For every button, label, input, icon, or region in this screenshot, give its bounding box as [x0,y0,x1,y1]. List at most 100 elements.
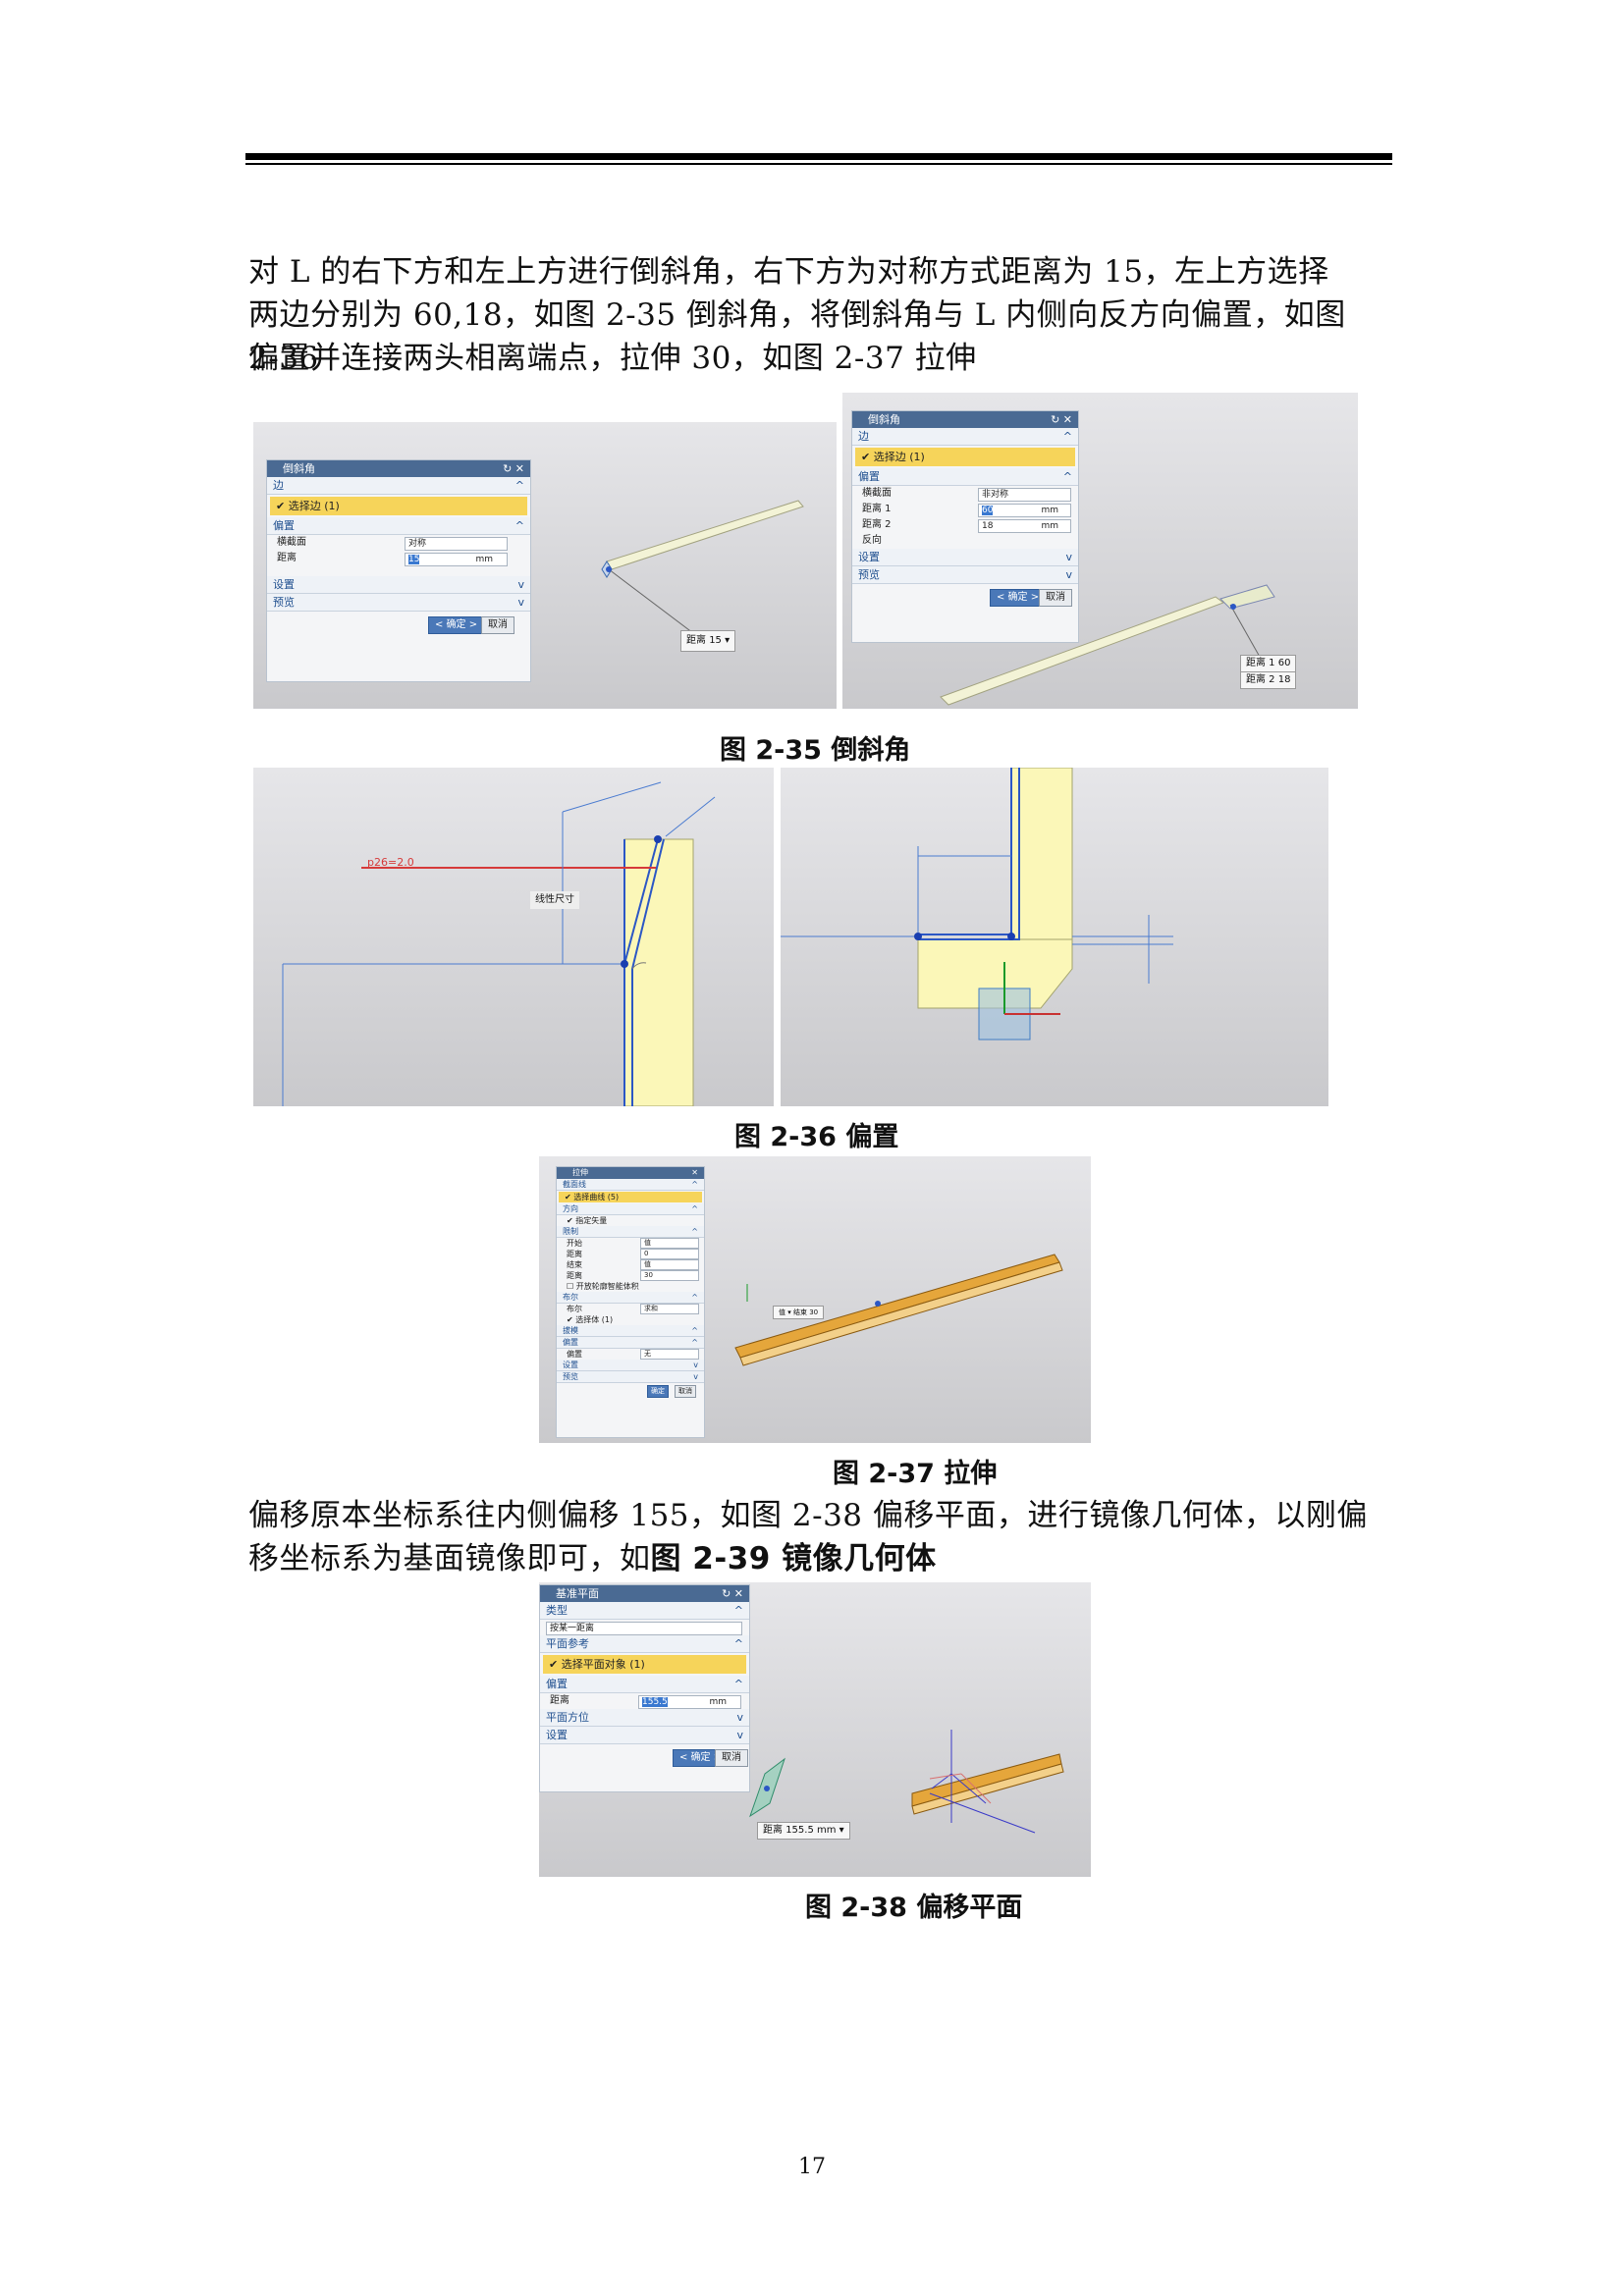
figure-2-36-right [781,768,1328,1106]
section-plane-reference[interactable]: 平面参考 [540,1635,749,1653]
cross-section-row: 横截面 非对称 [852,486,1078,502]
start-select[interactable]: 值 [640,1238,699,1249]
ok-button[interactable]: < 确定 > [428,616,485,634]
end-distance-tip: 值 ▾ 结束 30 [773,1306,825,1319]
reverse-row[interactable]: 反向 [862,535,882,546]
select-body[interactable]: ✔ 选择体 (1) [567,1315,614,1324]
paragraph-line: 两边分别为 60,18，如图 2-35 倒斜角，将倒斜角与 L 内侧向反方向偏置… [248,297,1346,376]
start-row: 开始值 [557,1238,704,1249]
datum-plane-dialog: 基准平面↻ ✕ 类型 按某一距离 平面参考 ✔ 选择平面对象 (1) 偏置 距离… [539,1584,750,1792]
caption-fig-2-36: 图 2-36 偏置 [734,1122,899,1152]
dialog-title: 基准平面↻ ✕ [540,1585,749,1602]
select-edge[interactable]: ✔ 选择边 (1) [270,497,527,515]
extrude-dialog: 拉伸✕ 截面线 ✔ 选择曲线 (5) 方向 ✔ 指定矢量 限制 开始值 距离0 … [556,1166,705,1438]
boolean-row: 布尔求和 [557,1304,704,1314]
cross-section-select[interactable]: 对称 [405,537,508,551]
paragraph-text: 移坐标系为基面镜像即可，如 [248,1541,651,1576]
figure-2-38: 基准平面↻ ✕ 类型 按某一距离 平面参考 ✔ 选择平面对象 (1) 偏置 距离… [539,1582,1091,1877]
section-edge[interactable]: 边 [852,428,1078,446]
dialog-title: 倒斜角↻ ✕ [267,460,530,477]
section-settings[interactable]: 设置 [267,576,530,594]
section-settings[interactable]: 设置 [557,1360,704,1371]
type-row: 按某一距离 [540,1620,749,1635]
offset-select[interactable]: 无 [640,1349,699,1360]
figure-reference: 图 2-39 镜像几何体 [650,1541,937,1576]
select-curve[interactable]: ✔ 选择曲线 (5) [559,1192,702,1202]
linear-dimension-tip: 线性尺寸 [530,891,579,909]
select-edge[interactable]: ✔ 选择边 (1) [855,448,1075,466]
end-row: 结束值 [557,1259,704,1270]
caption-fig-2-35: 图 2-35 倒斜角 [720,735,911,766]
cancel-button[interactable]: 取消 [1039,589,1072,607]
section-preview[interactable]: 预览 [852,566,1078,584]
end-select[interactable]: 值 [640,1259,699,1270]
header-rule-thick [245,153,1392,160]
dialog-title: 拉伸✕ [557,1167,704,1179]
section-boolean[interactable]: 布尔 [557,1292,704,1304]
section-plane-orientation[interactable]: 平面方位 [540,1709,749,1727]
section-settings[interactable]: 设置 [540,1727,749,1744]
start-distance-input[interactable]: 0 [640,1249,699,1259]
offset-sketch-right [781,768,1173,1041]
section-draft[interactable]: 拔模 [557,1325,704,1337]
section-edge[interactable]: 边 [267,477,530,495]
caption-fig-2-37: 图 2-37 拉伸 [833,1459,998,1489]
type-select[interactable]: 按某一距离 [546,1622,742,1635]
section-direction[interactable]: 方向 [557,1203,704,1215]
paragraph-line: 对 L 的右下方和左上方进行倒斜角，右下方为对称方式距离为 15，左上方选择 [248,254,1329,290]
datum-plane-viewport [749,1730,1064,1834]
distance1-tip: 距离 1 60 [1240,655,1297,672]
cross-section-select[interactable]: 非对称 [978,488,1071,502]
section-offset[interactable]: 偏置 [557,1337,704,1349]
cancel-button[interactable]: 取消 [715,1749,748,1767]
ok-button[interactable]: < 确定 > [990,589,1047,607]
dialog-title: 倒斜角↻ ✕ [852,411,1078,428]
cancel-button[interactable]: 取消 [675,1385,696,1398]
end-distance-input[interactable]: 30 [640,1270,699,1281]
figure-2-37: 拉伸✕ 截面线 ✔ 选择曲线 (5) 方向 ✔ 指定矢量 限制 开始值 距离0 … [539,1156,1091,1443]
section-settings[interactable]: 设置 [852,549,1078,566]
cross-section-row: 横截面 对称 [267,535,530,551]
cancel-button[interactable]: 取消 [481,616,514,634]
paragraph-line: 偏置并连接两头相离端点，拉伸 30，如图 2-37 拉伸 [248,341,977,376]
open-profile-checkbox[interactable]: ☐ 开放轮廓智能体积 [567,1282,639,1291]
chamfer-dialog: 倒斜角↻ ✕ 边 ✔ 选择边 (1) 偏置 横截面 非对称 距离 1 60mm … [851,410,1079,643]
caption-fig-2-38: 图 2-38 偏移平面 [805,1893,1023,1923]
boolean-select[interactable]: 求和 [640,1304,699,1314]
select-plane-object[interactable]: ✔ 选择平面对象 (1) [543,1655,746,1674]
paragraph-line: 偏移原本坐标系往内侧偏移 155，如图 2-38 偏移平面，进行镜像几何体，以刚… [248,1498,1368,1533]
section-preview[interactable]: 预览 [267,594,530,612]
section-offset[interactable]: 偏置 [852,468,1078,486]
extrude-viewport [734,1254,1063,1366]
chamfer-viewport [601,500,804,634]
offset-row: 偏置无 [557,1349,704,1360]
section-offset[interactable]: 偏置 [267,517,530,535]
distance-tip: 距离 15 ▾ [680,630,736,652]
section-type[interactable]: 类型 [540,1602,749,1620]
header-rule-thin [245,163,1392,165]
offset-sketch-left [282,781,716,1106]
section-preview[interactable]: 预览 [557,1371,704,1383]
section-offset[interactable]: 偏置 [540,1676,749,1693]
ok-button[interactable]: 确定 [647,1385,669,1398]
section-limits[interactable]: 限制 [557,1226,704,1238]
red-dimension-label: p26=2.0 [367,856,414,869]
distance2-tip: 距离 2 18 [1240,671,1297,689]
page-number: 17 [798,2155,826,2179]
paragraph-line: 移坐标系为基面镜像即可，如图 2-39 镜像几何体 [248,1537,1378,1580]
section-curve[interactable]: 截面线 [557,1179,704,1191]
figure-2-35-right: 倒斜角↻ ✕ 边 ✔ 选择边 (1) 偏置 横截面 非对称 距离 1 60mm … [842,393,1358,709]
distance-tip: 距离 155.5 mm ▾ [757,1822,850,1840]
specify-vector[interactable]: ✔ 指定矢量 [567,1216,608,1225]
